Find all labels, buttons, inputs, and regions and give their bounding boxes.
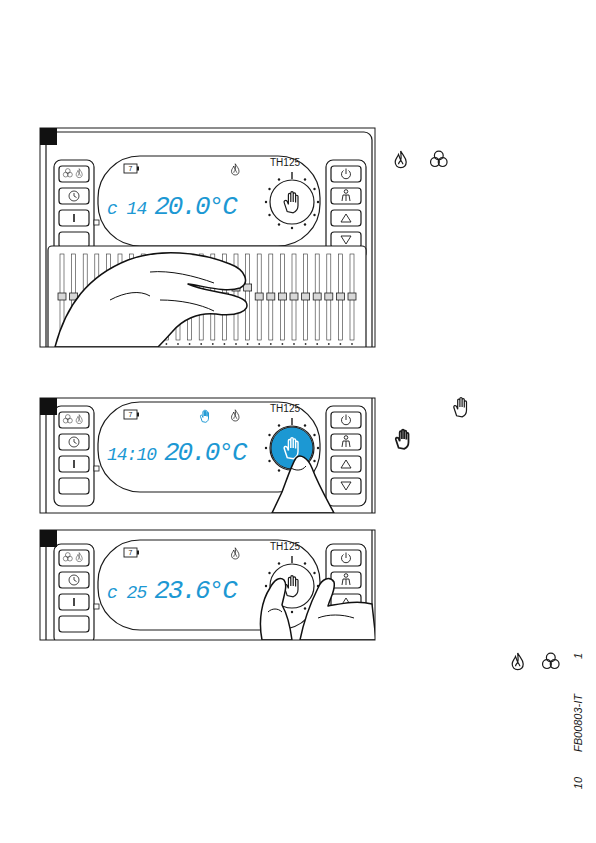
turning-hands-part [268,609,282,612]
slider [325,254,333,345]
thermostat-panel: TH125 c 25 23.6°C [40,536,366,636]
lcd-reading: 20.0°C [164,440,246,466]
slider-part [351,343,353,345]
step-frame-2-part [200,410,208,422]
slider-part [340,343,342,345]
model-name: TH125 [270,157,300,169]
lcd-reading: c 25 [107,584,146,602]
slider-part [58,293,66,300]
turning-hands [260,578,375,640]
frame-border [40,128,375,347]
slider-part [313,293,321,300]
slider-part [177,343,179,345]
slider-part [246,254,250,340]
pinching-hand-part [55,253,247,347]
slider [267,254,275,345]
turning-hands-part [318,615,354,618]
slider-part [200,343,202,345]
lcd-reading: c 14 [107,200,146,218]
slider-part [267,293,275,300]
step-marker [40,398,57,415]
slider [336,254,344,345]
pinching-hand-part [160,300,214,311]
pointing-finger [272,456,334,513]
fingernail [291,466,306,470]
day-number: 7 [124,410,137,419]
slider-part [270,343,272,345]
step-frame-2 [46,398,372,513]
slider-part [247,343,249,345]
slider-part [235,343,237,345]
thermostat-panel: TH125 14:10 20.0°C [40,398,366,498]
slider-part [212,343,214,345]
thermostat-panel: TH125 c 14 20.0°C [40,152,366,252]
slider [313,254,321,345]
step-marker [40,128,57,145]
slider-part [293,343,295,345]
slider-part [258,343,260,345]
lcd-display: 14:10 20.0°C [104,438,249,468]
slider-part [305,343,307,345]
step-frame-1-part [48,246,366,347]
revision-number: 1 [571,636,585,676]
side-icons-part [454,398,467,417]
turning-hands-part [260,578,292,640]
model-name: TH125 [270,541,300,553]
slider-part [290,293,298,300]
lcd-display: c 25 23.6°C [104,576,239,606]
slider-part [224,343,226,345]
day-number: 7 [124,164,137,173]
step-frame-2-part [284,438,298,459]
slider-part [282,343,284,345]
pinching-hand-part [150,272,214,283]
step-frame-1 [46,132,372,347]
document-code: FB00803-IT [571,683,585,763]
side-icons-part [512,653,523,670]
pinching-hand-part [110,293,150,300]
frame-border [40,398,375,513]
slider [290,254,298,345]
slider [278,254,286,345]
lcd-reading: 20.0°C [154,194,236,220]
page-number: 10 [571,763,585,803]
side-icons-part [395,151,406,168]
slider [244,254,252,345]
slider-part [328,343,330,345]
slider-part [336,293,344,300]
turning-hands-part [300,579,375,640]
day-number: 7 [124,548,137,557]
lcd-reading: 14:10 [107,446,156,464]
slider [348,254,356,345]
step-marker [40,530,57,547]
step-frame-2-part [46,398,372,513]
side-icons-part [543,653,560,668]
slider [255,254,263,345]
lcd-display: c 14 20.0°C [104,192,239,222]
side-icons-part [431,151,448,166]
slider-part [166,343,168,345]
step-frame-1-part [46,132,372,347]
step-frame-3 [46,530,375,640]
slider-part [278,293,286,300]
slider [302,254,310,345]
slider-part [302,293,310,300]
lcd-reading: 23.6°C [154,578,236,604]
slider-part [348,293,356,300]
slider-part [255,293,263,300]
pinching-hand [55,253,247,347]
slider-part [316,343,318,345]
model-name: TH125 [270,403,300,415]
slider-part [189,343,191,345]
slider-part [325,293,333,300]
side-icons [395,151,559,670]
side-icons-part [396,430,409,449]
frame-border [40,530,375,640]
